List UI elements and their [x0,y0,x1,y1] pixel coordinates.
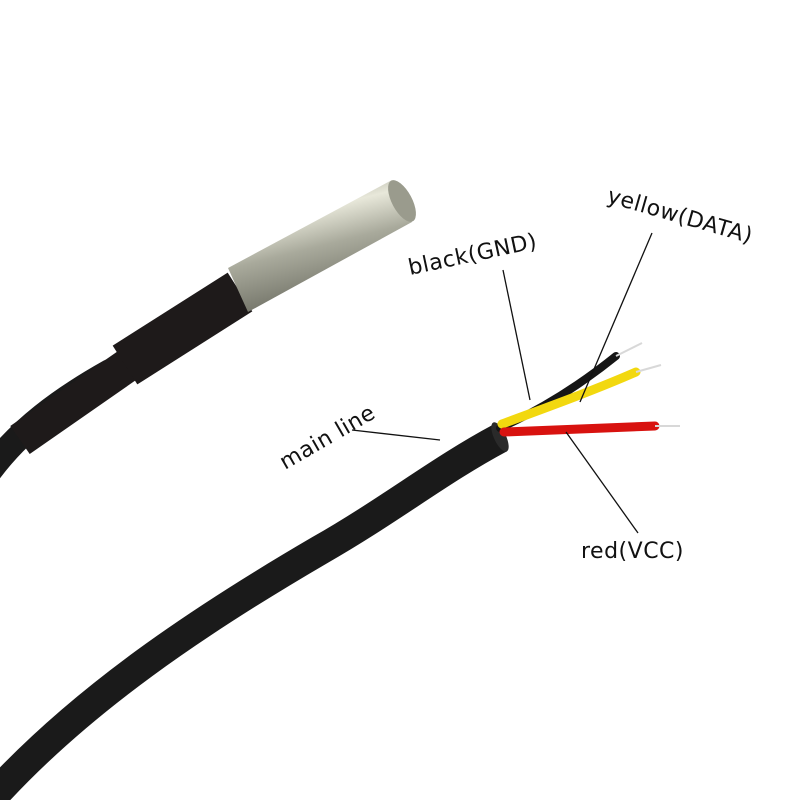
cable-end [491,422,509,452]
label-main-line: main line [276,400,380,475]
leader-main [351,429,441,441]
leader-red [565,431,639,534]
heatshrink-wide [112,272,253,385]
heatshrink-narrow [10,346,145,454]
leader-black [502,269,531,401]
leader-yellow [579,232,653,403]
main-cable [0,424,508,800]
red-wire [499,421,660,437]
label-yellow-data: yellow(DATA) [604,184,755,249]
black-wire-tip [615,342,643,357]
yellow-wire-tip [635,364,662,373]
label-red-vcc: red(VCC) [581,539,684,564]
label-black-gnd: black(GND) [406,229,539,281]
yellow-wire [497,367,641,429]
steel-probe [228,180,416,312]
